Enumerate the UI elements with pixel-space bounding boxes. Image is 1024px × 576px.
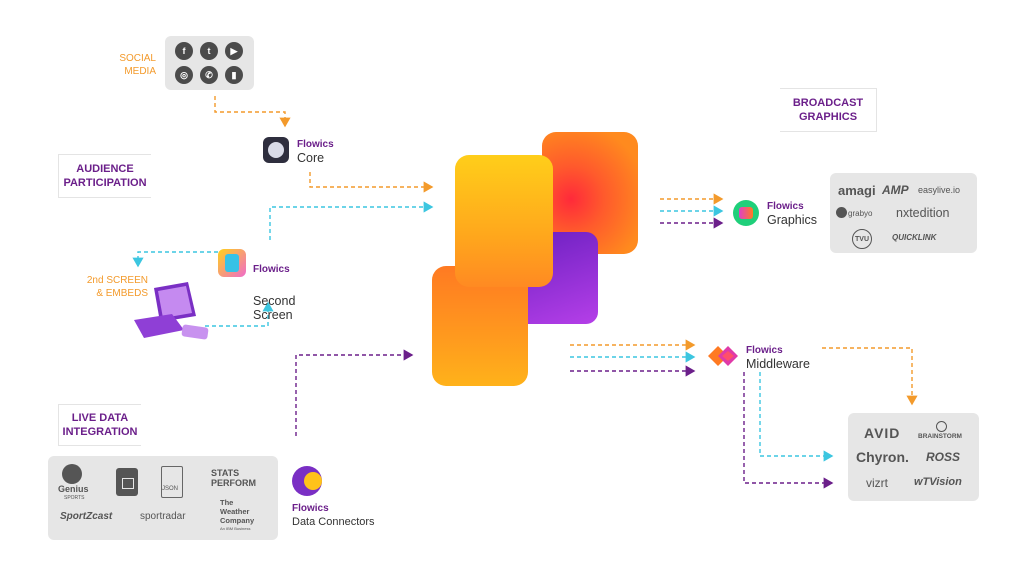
- logo-weather-weather: Weather: [220, 507, 250, 516]
- hub-card-front: [455, 155, 553, 287]
- logo-brainstorm: BRAINSTORM: [918, 433, 962, 440]
- data-connectors-icon: [292, 466, 322, 496]
- product-middleware: Flowics Middleware: [746, 345, 810, 371]
- arrow-social-to-core: [214, 96, 291, 128]
- logo-quicklink: QUICKLINK: [892, 233, 937, 242]
- logo-wtvision: wTVision: [914, 476, 962, 488]
- brainstorm-icon: [936, 421, 947, 432]
- twitter-icon: t: [200, 42, 218, 60]
- core-brand: Flowics: [297, 139, 334, 150]
- spreadsheet-icon: [116, 468, 138, 496]
- core-name: Core: [297, 151, 325, 165]
- logo-ross: ROSS: [926, 450, 961, 464]
- arrow-core-to-hub: [309, 172, 434, 193]
- laptop-illustration: [132, 282, 212, 342]
- product-core: Flowics Core: [297, 139, 334, 165]
- arrow-second-to-embeds: [132, 251, 218, 268]
- data-connectors-brand: Flowics: [292, 503, 329, 514]
- logo-easylive: easylive.io: [918, 185, 961, 195]
- logo-tvu: TVU: [852, 229, 872, 249]
- logo-perform: PERFORM: [211, 478, 256, 488]
- logo-genius: Genius: [58, 484, 89, 494]
- facebook-icon: f: [175, 42, 193, 60]
- second-screen-name: Second Screen: [253, 294, 296, 322]
- logo-genius-sub: SPORTS: [64, 495, 85, 501]
- logo-grabyo: grabyo: [848, 209, 873, 218]
- genius-icon: [62, 464, 82, 484]
- second-screen-embeds-label: 2nd SCREEN & EMBEDS: [86, 275, 148, 299]
- second-screen-brand: Flowics: [253, 264, 290, 275]
- middleware-icon: [708, 344, 740, 368]
- instagram-icon: ◎: [175, 66, 193, 84]
- graphics-brand: Flowics: [767, 201, 804, 212]
- logo-amp: AMP: [882, 183, 909, 197]
- broadcast-graphics-label: BROADCAST GRAPHICS: [780, 88, 877, 132]
- json-file-icon: [161, 466, 183, 498]
- product-data-connectors: Flowics Data Connectors: [292, 503, 375, 529]
- live-data-integration-label: LIVE DATA INTEGRATION: [58, 404, 141, 446]
- second-screen-icon: [218, 249, 246, 277]
- graphics-icon: [733, 200, 759, 226]
- middleware-targets-box: AVID BRAINSTORM Chyron. ROSS vizrt wTVis…: [848, 413, 979, 501]
- middleware-name: Middleware: [746, 357, 810, 371]
- product-graphics: Flowics Graphics: [767, 201, 817, 227]
- social-media-label: SOCIAL MEDIA: [119, 53, 156, 77]
- audience-participation-label: AUDIENCE PARTICIPATION: [58, 154, 151, 198]
- youtube-icon: ▶: [225, 42, 243, 60]
- grabyo-icon: [836, 207, 847, 218]
- logo-stats: STATS: [211, 468, 240, 478]
- middleware-brand: Flowics: [746, 345, 783, 356]
- logo-weather-ibm: An IBM Business: [220, 526, 251, 531]
- arrow-middleware-purple-down: [743, 372, 834, 489]
- logo-json: JSON: [162, 486, 179, 492]
- core-icon: [263, 137, 289, 163]
- data-connectors-name: Data Connectors: [292, 516, 375, 528]
- whatsapp-icon: ✆: [200, 66, 218, 84]
- logo-vizrt: vizrt: [866, 476, 888, 490]
- broadcast-logos-box: amagi AMP easylive.io grabyo nxtedition …: [830, 173, 977, 253]
- product-second-screen: Flowics Second Screen: [253, 246, 295, 340]
- logo-chyron: Chyron.: [856, 449, 909, 465]
- arrow-middleware-to-broadcast: [822, 347, 918, 406]
- logo-sportradar: sportradar: [140, 511, 186, 522]
- arrow-data-to-hub: [295, 349, 414, 436]
- logo-weather-the: The: [220, 498, 234, 507]
- social-media-box: f t ▶ ◎ ✆ ▮: [165, 36, 254, 90]
- graphics-name: Graphics: [767, 213, 818, 227]
- arrow-laptop-to-second: [205, 301, 274, 327]
- data-sources-box: Genius SPORTS JSON STATS PERFORM SportZc…: [48, 456, 278, 540]
- logo-weather-company: Company: [220, 516, 255, 525]
- twitch-icon: ▮: [225, 66, 243, 84]
- logo-sportzcast: SportZcast: [60, 511, 113, 522]
- logo-avid: AVID: [864, 425, 901, 441]
- logo-amagi: amagi: [838, 183, 876, 198]
- logo-nxtedition: nxtedition: [896, 206, 950, 220]
- arrow-middleware-cyan-down: [759, 372, 834, 462]
- arrow-second-to-hub: [269, 201, 434, 240]
